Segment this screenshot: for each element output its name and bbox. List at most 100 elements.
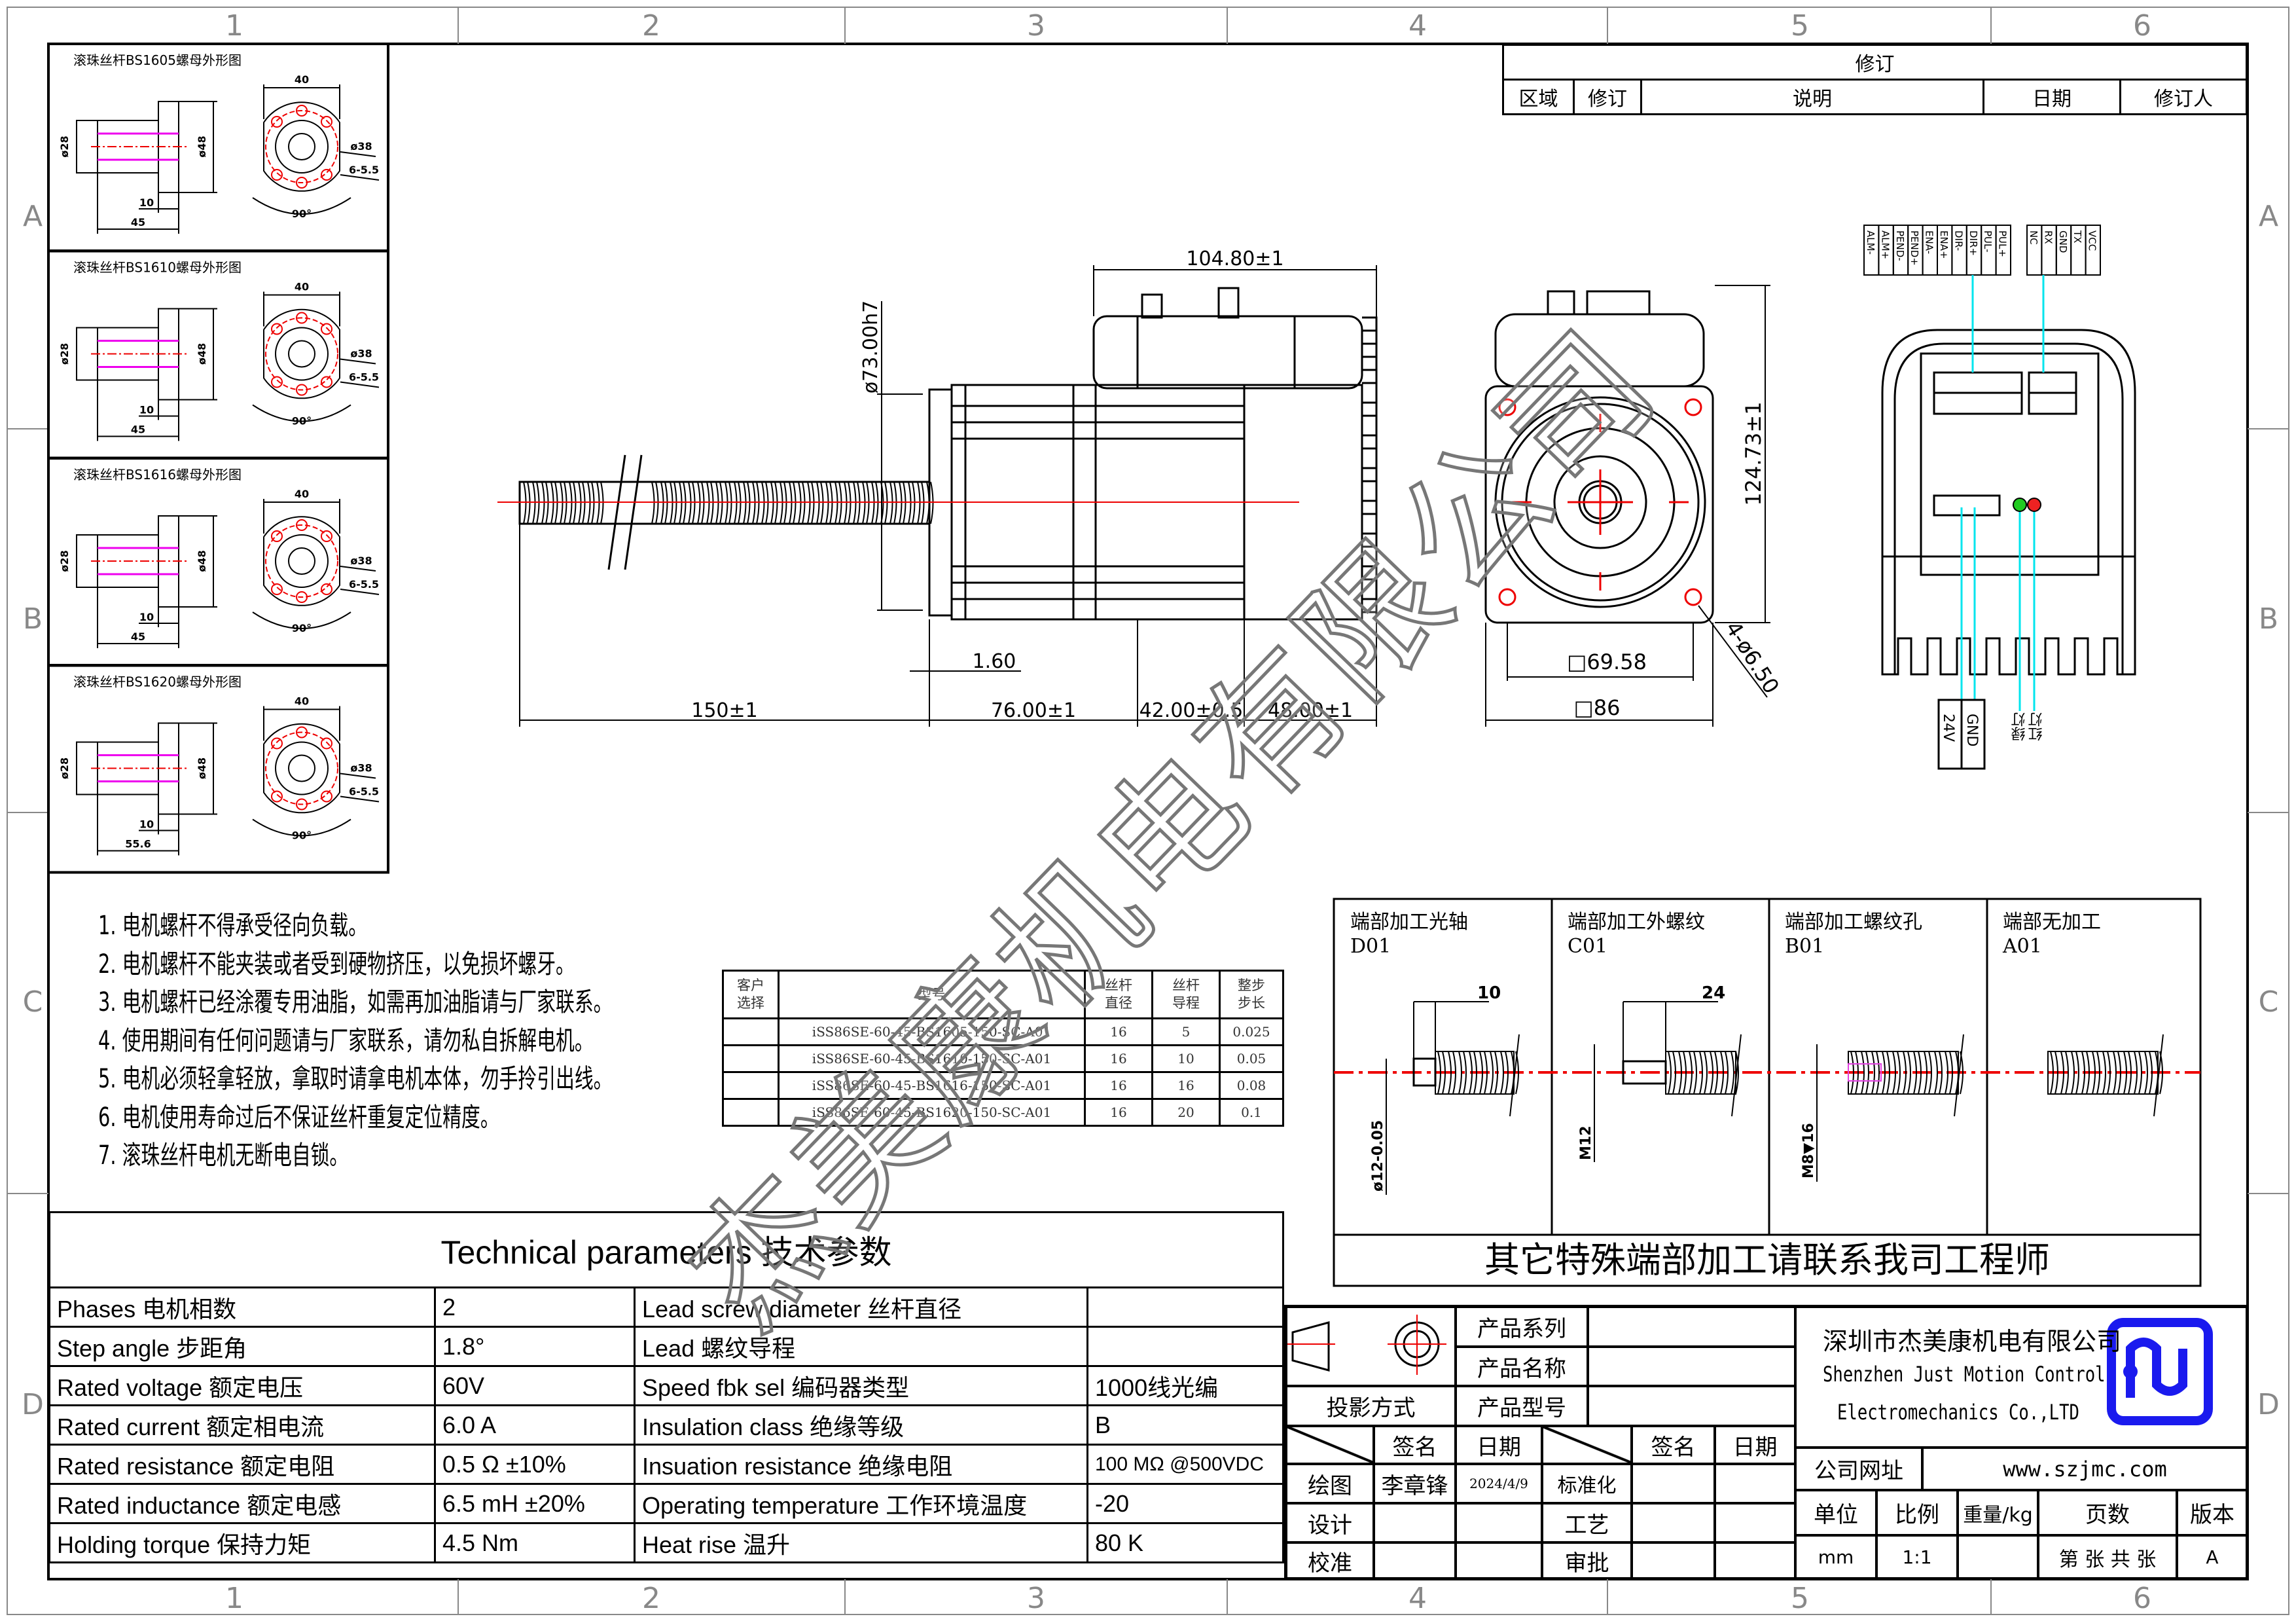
frame-labels: 1 2 3 4 5 6 1 2 3 4 5 6 A B C D A B C D [22,9,2280,1615]
dim-driver-length: 104.80±1 [1186,247,1283,270]
nut-title: 滚珠丝杆BS1616螺母外形图 [73,467,242,483]
revision-title: 修订 [1502,44,2248,81]
param-value: 80 K [1086,1522,1284,1563]
param-value: 60V [434,1365,636,1406]
product-model-label: 产品型号 [1456,1386,1588,1426]
customer-select-cell[interactable] [722,1098,780,1127]
company-name-en-2: Electromechanics Co.,LTD [1837,1400,2079,1425]
column-label: 3 [1027,1582,1045,1615]
diameter-cell: 16 [1084,1098,1153,1127]
standard-date[interactable] [1715,1464,1795,1503]
nut-dim-d-large: ø48 [196,343,208,365]
signal-pin-label: ENA+ [1938,230,1950,259]
end-option-code: B01 [1785,935,1825,958]
model-header: 客户 选择 [722,970,780,1019]
end-processing-labels: 10 24 ø12-0.05 M12 M8▼16 [1370,983,1817,1192]
comm-pin-label: RX [2042,230,2054,244]
dim-pilot-diameter: ø73.00h7 [859,301,882,393]
motor-side-view [497,265,1378,727]
bolt-hole-icon [321,169,332,181]
signal-pin-label: ALM- [1865,230,1876,255]
param-label: Step angle 步距角 [48,1326,436,1367]
param-value: 2 [434,1286,636,1328]
lead-cell: 5 [1151,1017,1221,1046]
process-label: 工艺 [1542,1503,1632,1542]
param-value: 1000线光编 [1086,1365,1284,1406]
bolt-hole-icon [296,726,308,739]
check-date[interactable] [1456,1542,1542,1579]
column-label: 1 [225,9,243,43]
approve-sign[interactable] [1632,1542,1715,1579]
nut-dim-d-large: ø48 [196,136,208,157]
comm-pin-label: GND [2057,230,2069,253]
company-name-en-1: Shenzhen Just Motion Control [1823,1362,2106,1387]
param-label: Rated voltage 额定电压 [48,1365,436,1406]
customer-select-cell[interactable] [722,1071,780,1100]
nut-dim-d-large: ø48 [196,550,208,572]
model-header: 型号 [778,970,1086,1019]
process-sign[interactable] [1632,1503,1715,1542]
row-label: A [23,200,43,233]
connector-wiring [1960,275,2045,711]
end-option-code: D01 [1350,935,1391,958]
design-sign[interactable] [1374,1503,1456,1542]
nut-dim-d-small: ø28 [58,343,71,365]
param-value: 6.5 mH ±20% [434,1483,636,1524]
scale-label: 比例 [1876,1490,1958,1535]
front-view-dimensions: 124.73±1 □69.58 □86 4-ø6.50 [1567,401,1784,720]
bolt-hole-icon [271,790,283,803]
note-item: 6. 电机使用寿命过后不保证丝杆重复定位精度。 [98,1102,499,1133]
column-label: 6 [2133,9,2151,43]
product-name-value[interactable] [1588,1347,1795,1386]
nut-dim-pcd: ø38 [350,140,372,153]
check-sign[interactable] [1374,1542,1456,1579]
param-label: Lead 螺纹导程 [634,1326,1088,1367]
approve-label: 审批 [1542,1542,1632,1579]
nut-dim-d-small: ø28 [58,757,71,779]
motor-front-view [1484,285,1770,727]
website-link[interactable]: www.szjmc.com [1922,1448,2248,1490]
approve-date[interactable] [1715,1542,1795,1579]
process-date[interactable] [1715,1503,1795,1542]
revision-header-rev: 修订 [1573,79,1642,115]
signal-pin-label: PEND- [1894,230,1906,261]
column-label: 3 [1027,9,1045,43]
company-logo [2107,1318,2213,1425]
diagonal-cell [1542,1426,1632,1464]
nut-dim-length: 45 [131,216,145,228]
column-label: 6 [2133,1582,2151,1615]
product-series-value[interactable] [1588,1307,1795,1347]
product-model-value[interactable] [1588,1386,1795,1426]
power-24v-label: 24V [1940,714,1956,742]
design-date[interactable] [1456,1503,1542,1542]
weight-value[interactable] [1958,1535,2038,1579]
customer-select-cell[interactable] [722,1017,780,1046]
nut-dim-d-large: ø48 [196,757,208,779]
nut-title: 滚珠丝杆BS1610螺母外形图 [73,260,242,276]
unit-value: mm [1795,1535,1876,1579]
nut-dim-angle: 90° [292,415,312,428]
row-label: A [2259,200,2278,233]
note-item: 1. 电机螺杆不得承受径向负载。 [98,911,368,941]
bolt-hole-icon [271,116,283,128]
end-option-title: 端部加工螺纹孔 [1785,911,1922,934]
param-value: B [1086,1404,1284,1446]
bolt-hole-icon [271,323,283,335]
customer-select-cell[interactable] [722,1044,780,1073]
product-name-label: 产品名称 [1456,1347,1588,1386]
column-label: 4 [1408,9,1427,43]
title-block: 产品系列 产品名称 投影方式 产品型号 签名 日期 签名 日期 绘图 李章锋 2… [1284,1305,2248,1579]
param-value: 6.0 A [434,1404,636,1446]
bolt-hole-icon [271,376,283,388]
nut-dim-holes: 6-5.5 [349,786,379,798]
signal-pin-label: PUL- [1982,230,1994,253]
sign-header: 签名 [1632,1426,1715,1464]
standard-sign[interactable] [1632,1464,1715,1503]
nut-title: 滚珠丝杆BS1605螺母外形图 [73,52,242,68]
